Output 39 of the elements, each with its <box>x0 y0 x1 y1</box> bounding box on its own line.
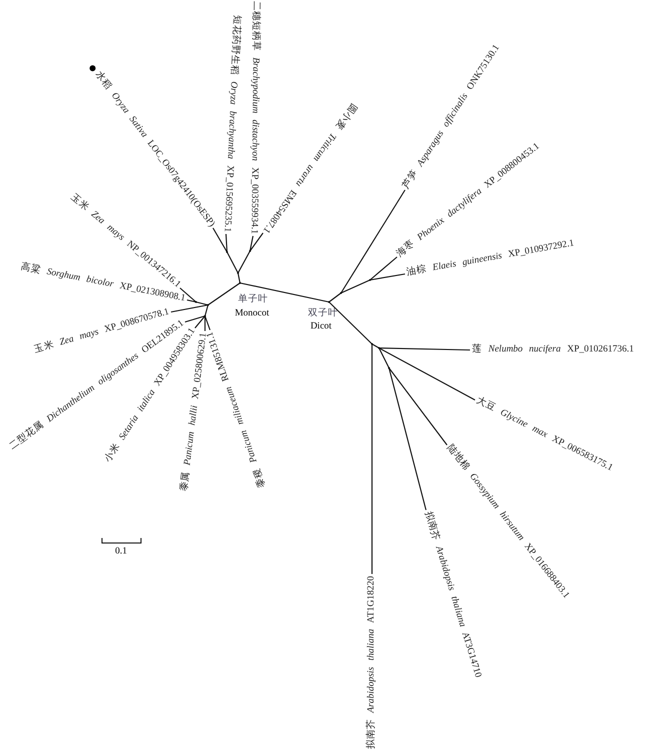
leaf-label: 拟南芥 Arabidopsis thaliana AT1G18220 <box>367 576 377 750</box>
tree-branch <box>226 252 238 274</box>
tree-branch <box>340 190 406 294</box>
tree-branch <box>388 368 448 446</box>
leaf-label: 二穗短柄草 Brachypodium distachyon XP_003559934.1 <box>248 0 260 234</box>
tree-branch <box>196 301 208 306</box>
tree-branch <box>237 272 241 284</box>
tree-branch <box>238 250 250 274</box>
tree-branch <box>371 344 373 574</box>
scale-label: 0.1 <box>115 547 127 557</box>
tree-branch <box>378 347 470 351</box>
group-label: Dicot <box>310 322 332 332</box>
tree-branch <box>180 288 196 302</box>
tree-branch <box>204 316 206 331</box>
tree-branch <box>249 236 254 252</box>
tree-branch <box>370 256 398 280</box>
tree-branch <box>170 304 208 313</box>
tree-branch <box>378 348 476 400</box>
tree-branch <box>240 282 330 303</box>
tree-branch <box>328 292 342 302</box>
tree-branch <box>388 368 427 510</box>
group-label: 双子叶 <box>308 309 338 319</box>
tree-branch <box>378 348 390 368</box>
tree-branch <box>370 273 406 281</box>
tree-branch <box>225 234 228 252</box>
tree-branch <box>340 280 370 294</box>
tree-branch <box>208 282 240 306</box>
tree-branch <box>212 228 228 252</box>
tree-branch <box>204 304 209 316</box>
group-label: 单子叶 <box>238 295 268 305</box>
tree-branch <box>328 302 372 344</box>
tree-branch <box>184 315 206 323</box>
tree-branch <box>250 232 264 252</box>
leaf-label: 莲 Nelumbo nucifera XP_010261736.1 <box>472 345 634 355</box>
tree-branch <box>204 316 211 330</box>
tree-branch <box>186 299 196 303</box>
leaf-label: 短花药野生稻 Oryza brachyantha XP_015695235.1 <box>221 14 240 232</box>
tree-branch <box>194 316 206 328</box>
group-label: Monocot <box>234 309 270 319</box>
